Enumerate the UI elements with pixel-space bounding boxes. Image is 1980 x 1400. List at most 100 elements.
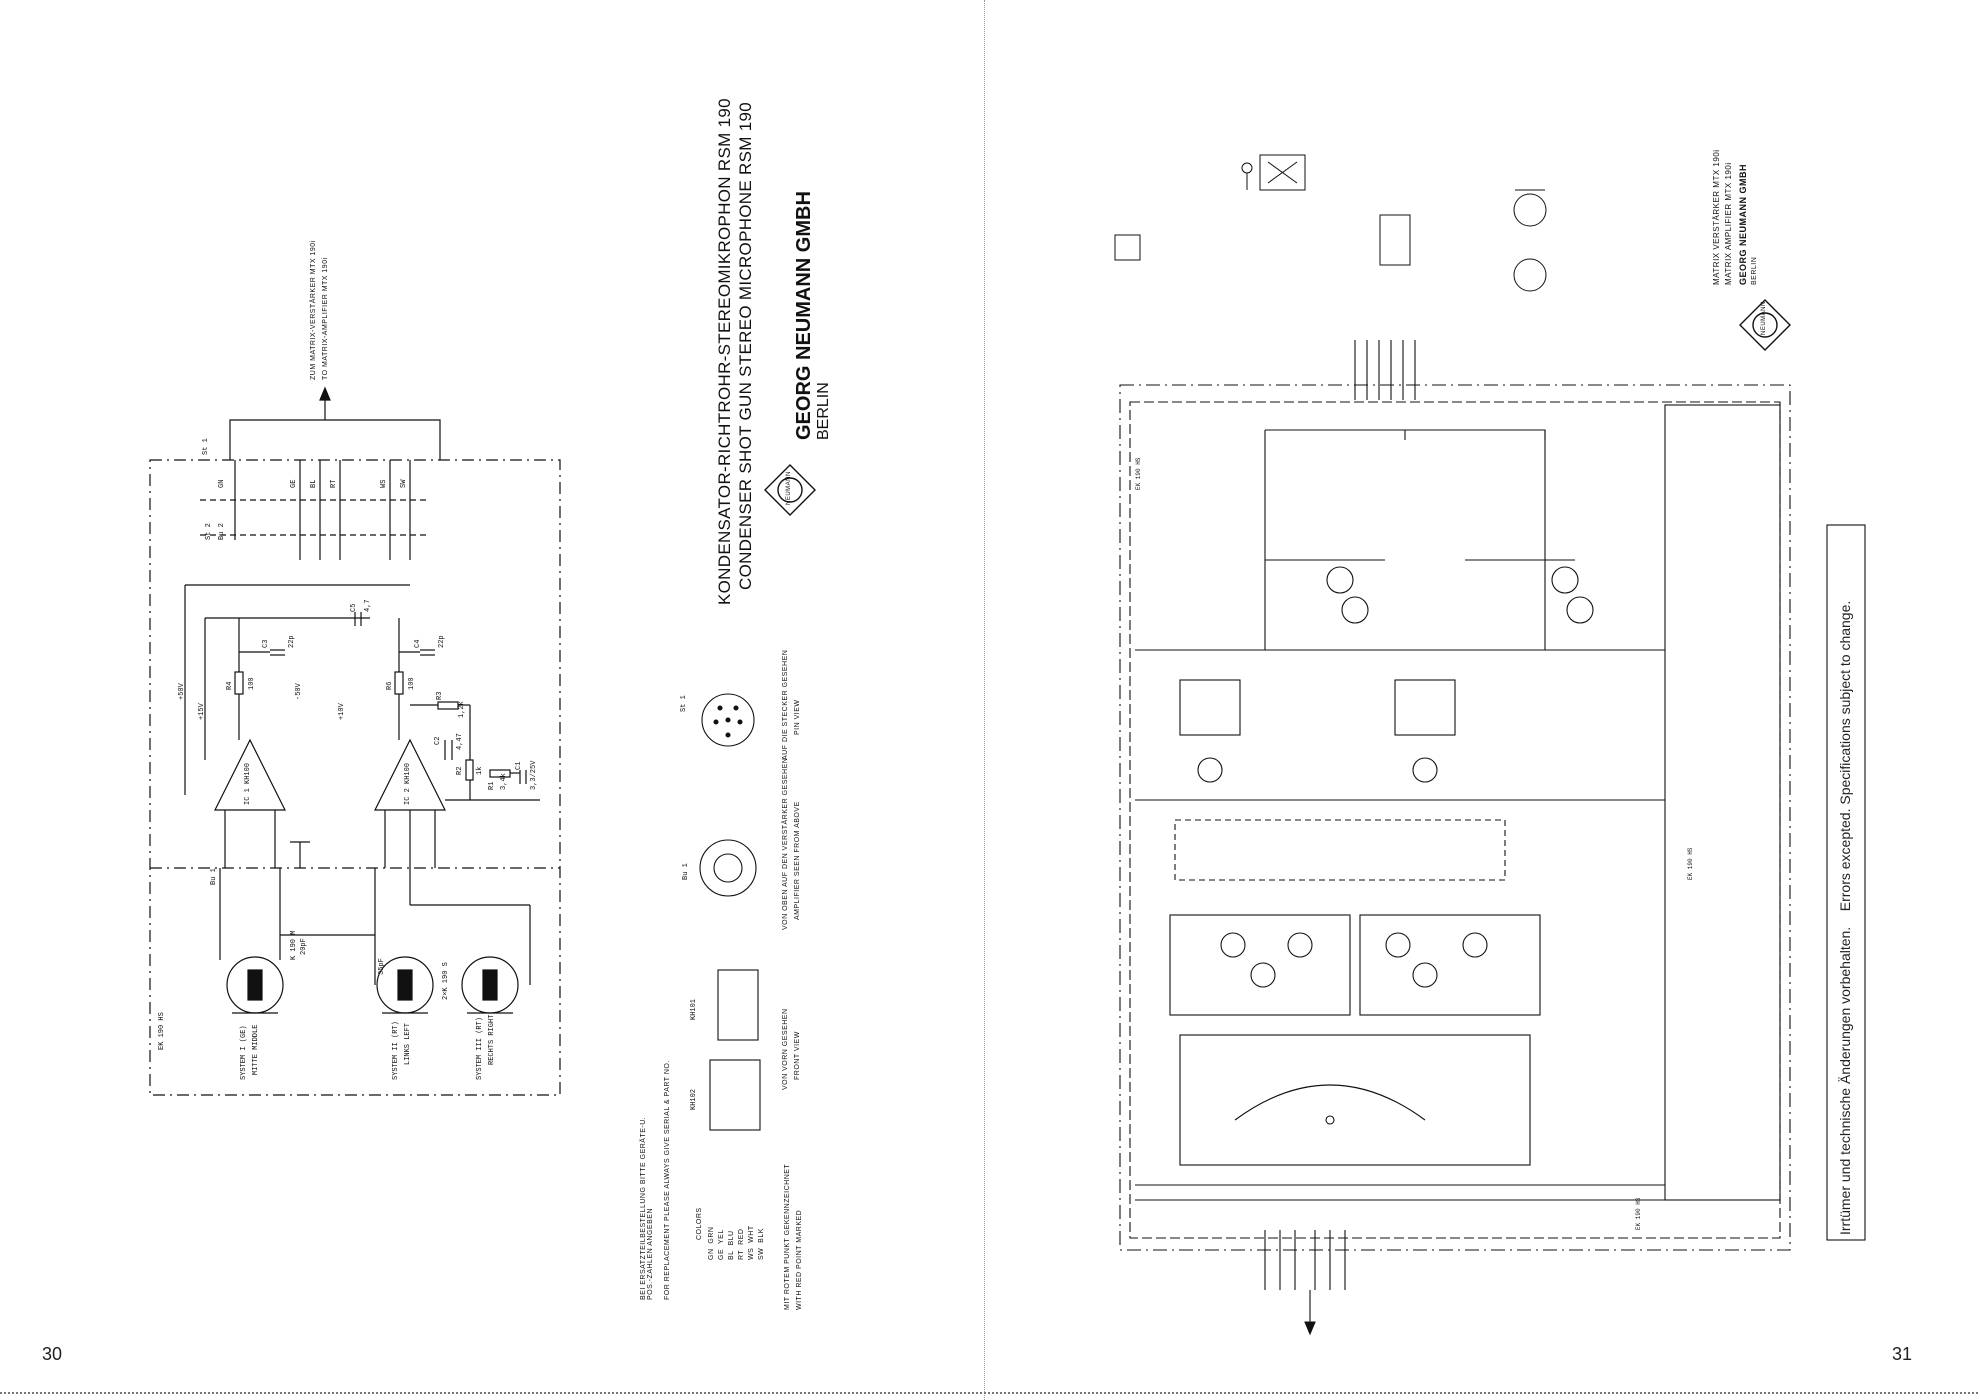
board-label-mid: EK 190 HS	[1687, 847, 1694, 880]
part-c3: C3	[262, 639, 270, 648]
connector-st2: St 2	[205, 523, 213, 540]
part-r2-value: 1k	[476, 766, 484, 775]
volt-p50: +50V	[178, 683, 186, 700]
amp-title-en: MATRIX AMPLIFIER MTX 190i	[1724, 162, 1733, 285]
wire-bl: BL	[310, 479, 318, 488]
board-label: EK 190 HS	[158, 1012, 166, 1050]
capsule-pair-label: 2×K 190 S	[442, 962, 450, 1000]
color-code: RT	[738, 1249, 745, 1260]
color-code: WS	[748, 1247, 755, 1260]
part-c5: C5	[350, 603, 358, 612]
capsule-cap: 20pF	[300, 938, 308, 955]
part-r3-value: 1,2k	[458, 701, 466, 718]
part-c2: C2	[434, 736, 442, 745]
part-r6: R6	[386, 681, 394, 690]
color-row: GE YEL	[718, 1229, 725, 1260]
bottom-rule	[0, 1392, 1980, 1394]
system1-label: SYSTEM I (GE)	[240, 1025, 248, 1080]
wire-rt: RT	[330, 479, 338, 488]
st1-view-de: AUF DIE STECKER GESEHEN	[782, 649, 789, 760]
volt-p15: +15V	[198, 703, 206, 720]
part-r4-value: 100	[248, 677, 256, 690]
volt-m50: -50V	[295, 683, 303, 700]
color-code: GN	[708, 1248, 715, 1261]
replacement-note-de: BEI ERSATZTEILBESTELLUNG BITTE GERÄTE-U.…	[640, 1116, 654, 1300]
wire-ge: GE	[290, 479, 298, 488]
capsule-label: K 190 M	[290, 930, 298, 960]
logo-text: NEUMANN	[786, 471, 792, 505]
front-view-en: FRONT VIEW	[794, 1031, 801, 1080]
left-page: KONDENSATOR-RICHTROHR-STEREOMIKROPHON RS…	[0, 0, 985, 1400]
amp-title-de: MATRIX VERSTÄRKER MTX 190i	[1712, 149, 1721, 285]
part-c4: C4	[414, 639, 422, 648]
color-code: SW	[758, 1247, 765, 1260]
st1-view-en: PIN VIEW	[794, 699, 801, 735]
page-number-right: 31	[1892, 1344, 1913, 1364]
wire-ws: WS	[380, 479, 388, 488]
disclaimer-de: Irrtümer und technische Änderungen vorbe…	[1837, 926, 1853, 1235]
part-c4-value: 22p	[438, 635, 446, 648]
part-c5-value: 4,7	[364, 599, 372, 612]
part-r6-value: 100	[408, 677, 416, 690]
color-name: RED	[738, 1228, 745, 1245]
part-c3-value: 22p	[288, 635, 296, 648]
red-point-en: WITH RED POINT MARKED	[796, 1209, 803, 1310]
color-row: WS WHT	[748, 1225, 755, 1260]
st1-label: St 1	[680, 695, 688, 712]
color-name: YEL	[718, 1229, 725, 1244]
wire-sw: SW	[400, 479, 408, 488]
connector-bu2: Bu 2	[218, 523, 226, 540]
right-page: Irrtümer und technische Änderungen vorbe…	[985, 0, 1980, 1400]
red-point-de: MIT ROTEM PUNKT GEKENNZEICHNET	[784, 1163, 791, 1310]
wire-gn: GN	[218, 479, 226, 488]
disclaimer-en: Errors excepted. Specifications subject …	[1837, 600, 1853, 912]
system3-label: SYSTEM III (RT)	[476, 1016, 484, 1080]
microphone-schematic	[149, 386, 816, 1131]
connector-st1: St 1	[202, 438, 210, 455]
page-fold	[984, 0, 986, 1400]
color-name: WHT	[748, 1225, 755, 1243]
bu1-view-de: VON OBEN AUF DEN VERSTÄRKER GESEHEN	[782, 757, 789, 930]
color-row: GN GRN	[708, 1227, 715, 1260]
ic1-label: IC 1 KH100	[244, 762, 252, 805]
ic2-label: IC 2 KH100	[404, 762, 412, 805]
connector-bu1: Bu 1	[210, 868, 218, 885]
board-label-bottom: EK 190 HS	[1635, 1197, 1642, 1230]
amp-company: GEORG NEUMANN GMBH	[1738, 164, 1748, 285]
system2-en: LINKS LEFT	[404, 1022, 412, 1065]
color-name: BLK	[758, 1228, 765, 1243]
page-number-left: 30	[42, 1344, 63, 1364]
part-r3: R3	[436, 691, 444, 700]
disclaimer-text: Irrtümer und technische Änderungen vorbe…	[1837, 601, 1853, 1235]
system1-en: MITTE MIDDLE	[252, 1024, 260, 1075]
colors-title: COLORS	[696, 1207, 703, 1240]
company-city: BERLIN	[815, 382, 832, 440]
amp-logo-text: NEUMANN	[1761, 301, 1767, 335]
color-name: GRN	[708, 1226, 715, 1244]
part-r1: R1	[488, 781, 496, 790]
part-c1: C1	[515, 761, 523, 770]
color-row: SW BLK	[758, 1228, 765, 1260]
title-english: CONDENSER SHOT GUN STEREO MICROPHONE RSM…	[736, 101, 755, 590]
company-name: GEORG NEUMANN GMBH	[793, 191, 815, 440]
amplifier-schematic	[1114, 154, 1866, 1336]
kh101-label: KH101	[690, 998, 698, 1020]
system3-en: RECHTS RIGHT	[488, 1014, 496, 1065]
volt-p10: +10V	[338, 703, 346, 720]
system2-label: SYSTEM II (RT)	[392, 1021, 400, 1080]
color-code: BL	[728, 1250, 735, 1260]
bu1-label: Bu 1	[682, 863, 690, 880]
bu1-view-en: AMPLIFIER SEEN FROM ABOVE	[794, 801, 801, 920]
front-view-de: VON VORN GESEHEN	[782, 1008, 789, 1090]
part-r1-value: 3,4k	[500, 773, 508, 790]
amp-city: BERLIN	[1751, 256, 1758, 285]
kh102-label: KH102	[690, 1088, 698, 1110]
board-label-top: EK 190 HS	[1135, 457, 1142, 490]
part-c2-value: 4,47	[456, 733, 464, 750]
color-row: BL BLU	[728, 1230, 735, 1260]
capsule-pair-cap: 35pF	[378, 958, 386, 975]
part-r2: R2	[456, 766, 464, 775]
to-amplifier-de: ZUM MATRIX-VERSTÄRKER MTX 190i	[310, 240, 317, 380]
title-german: KONDENSATOR-RICHTROHR-STEREOMIKROPHON RS…	[715, 98, 734, 605]
to-amplifier-en: TO MATRIX-AMPLIFIER MTX 190i	[322, 257, 329, 380]
